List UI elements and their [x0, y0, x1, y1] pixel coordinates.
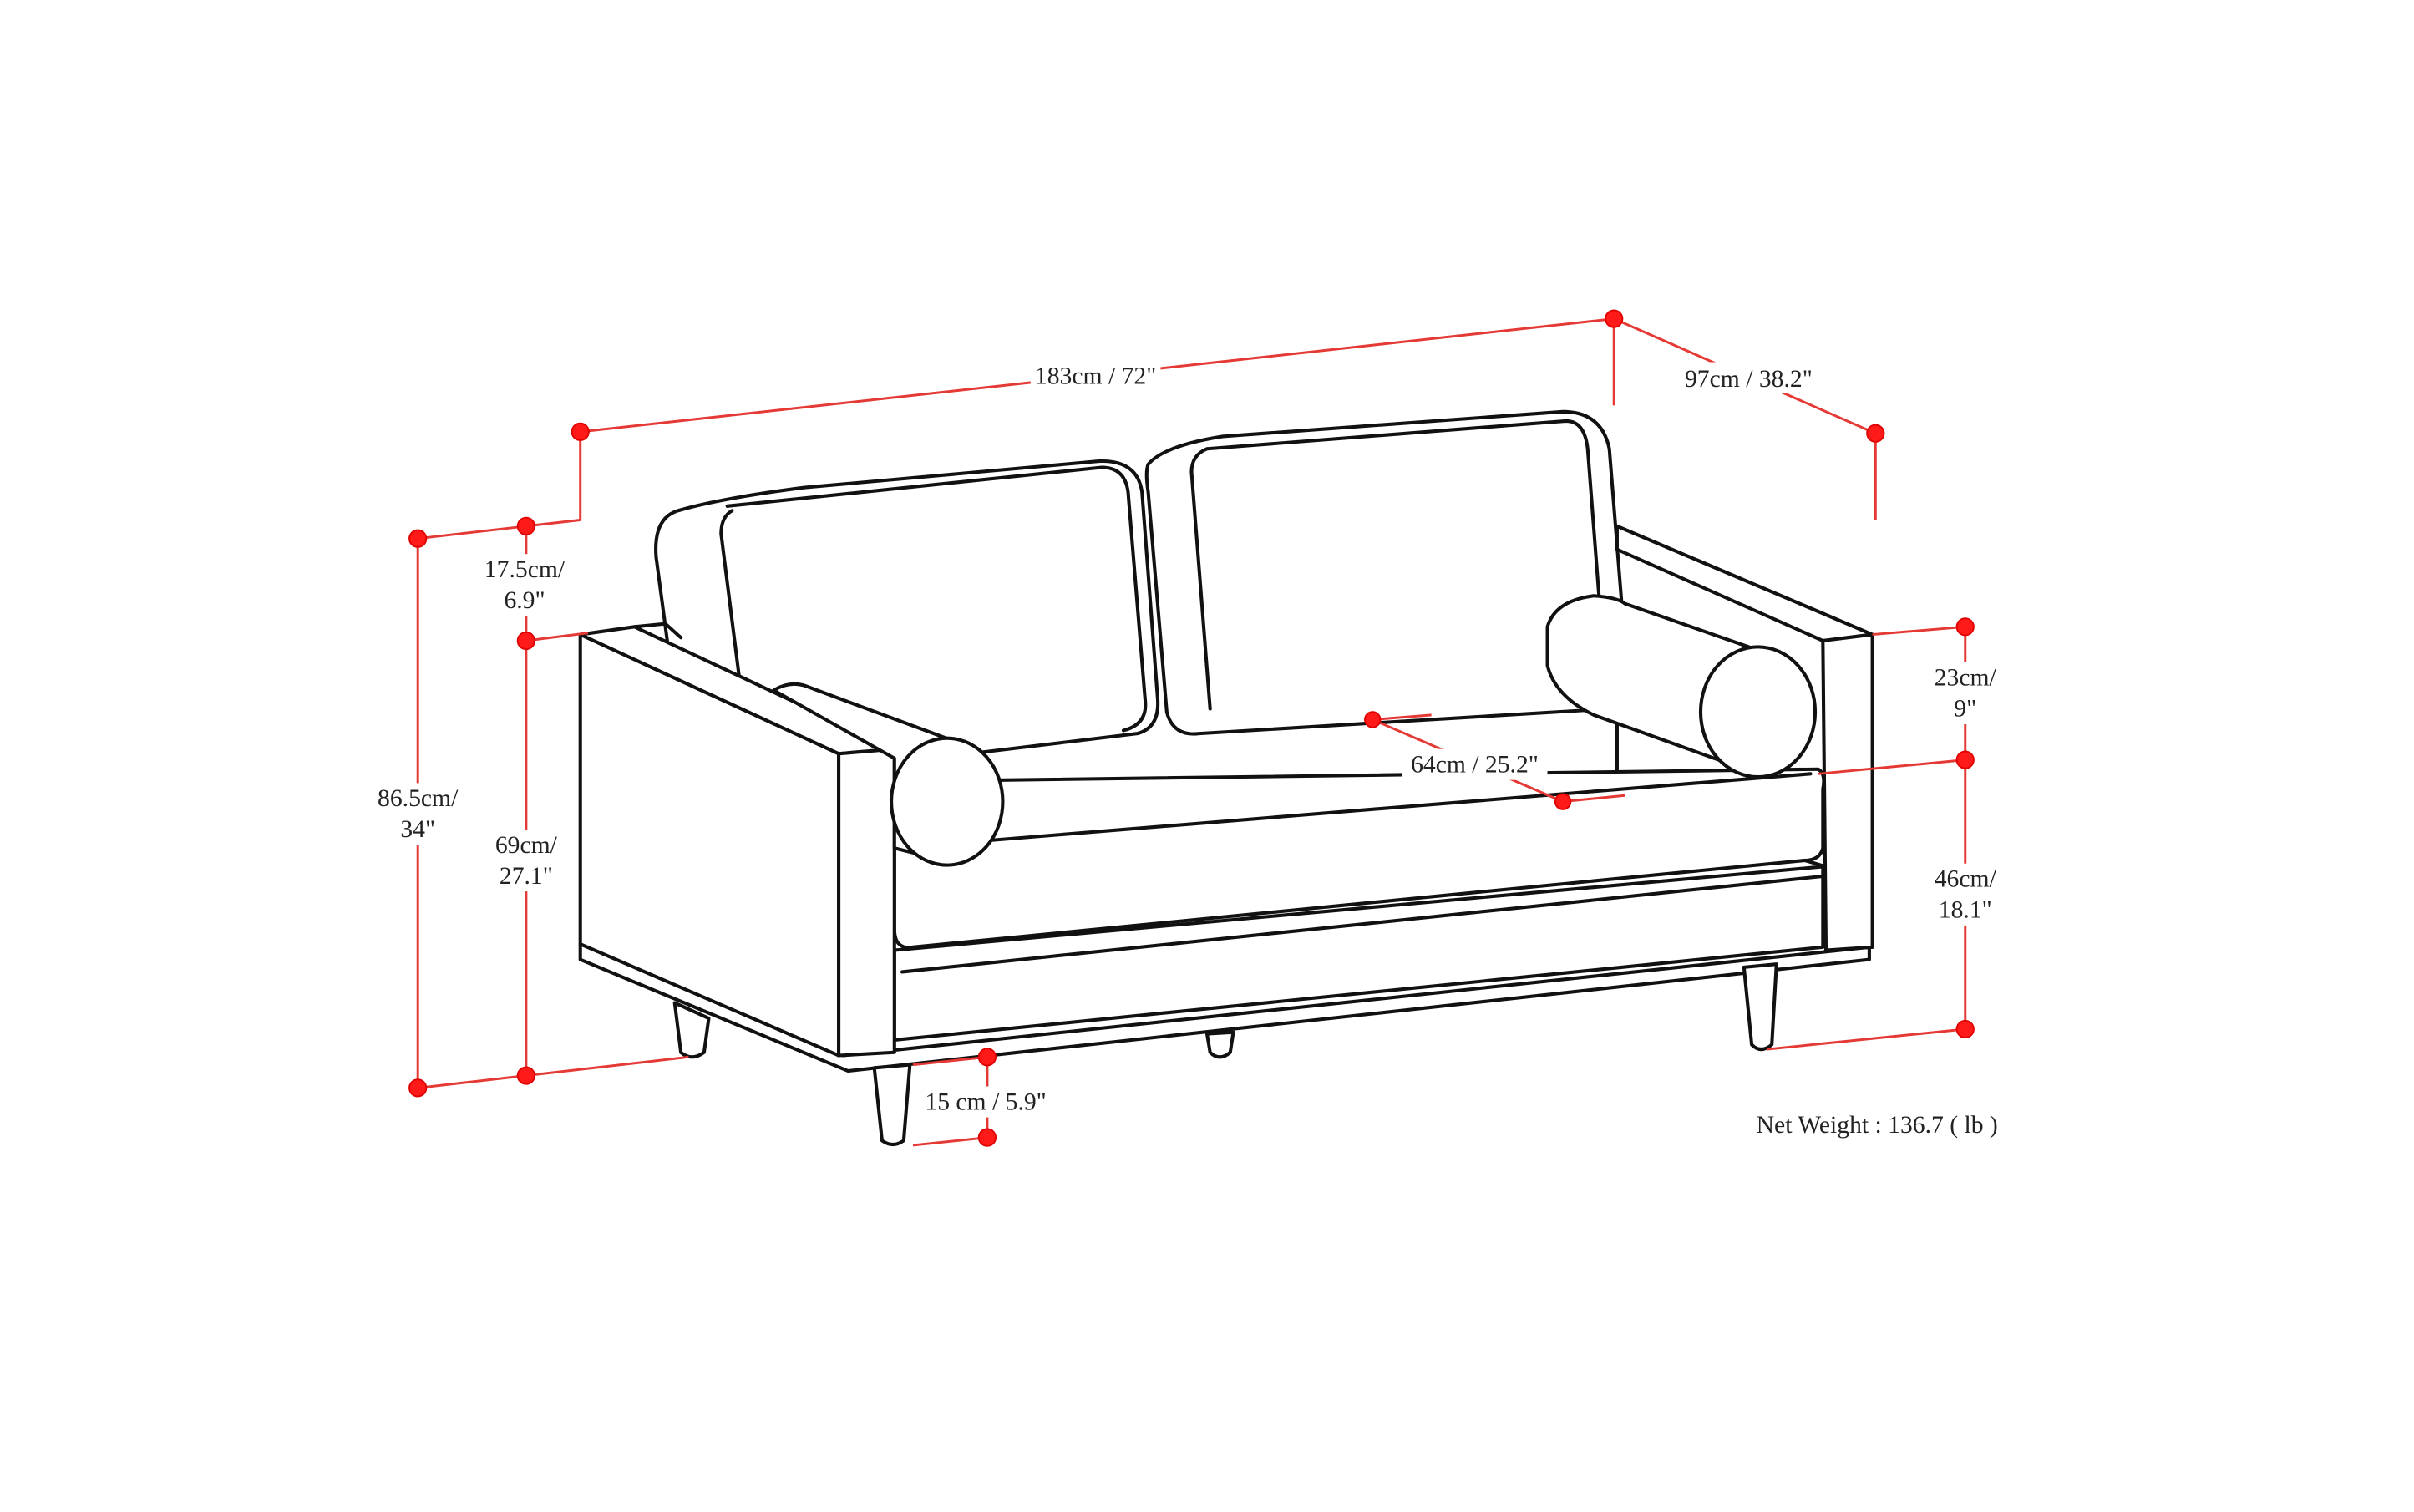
dot-arm-top-right — [1955, 617, 1975, 637]
leg-front-right — [1742, 962, 1778, 1052]
back-cushion-right-inner — [1189, 419, 1608, 711]
label-overall-height-cm: 86.5cm/ — [378, 785, 459, 812]
left-arm-back-edge — [632, 622, 683, 640]
back-top-line — [418, 519, 581, 540]
dot-seat-front — [1554, 793, 1572, 810]
label-arm-height-cm: 69cm/ — [495, 832, 558, 859]
label-width: 183cm / 72" — [1035, 363, 1156, 389]
dot-width-right — [1605, 309, 1624, 328]
leg-back-left — [672, 1001, 711, 1059]
label-back-above-arm-cm: 17.5cm/ — [484, 556, 565, 583]
dimension-labels: 183cm / 72" 97cm / 38.2" 17.5cm/ 6.9" 86… — [365, 358, 2009, 1139]
dimension-dots — [408, 309, 1975, 1147]
label-seat-height-cm: 46cm/ — [1935, 866, 1997, 893]
dot-leg-bottom — [977, 1128, 997, 1147]
label-back-above-arm-in: 6.9" — [504, 587, 545, 614]
seat-top-right-line — [1818, 759, 1965, 775]
label-arm-above-seat-cm: 23cm/ — [1935, 665, 1997, 692]
seat-front-rail-inner — [900, 874, 1828, 974]
label-arm-height-in: 27.1" — [500, 863, 553, 890]
dot-depth-end — [1866, 424, 1885, 443]
right-bolster-end — [1698, 645, 1818, 779]
dot-back-top — [516, 516, 535, 536]
left-arm-front — [837, 747, 896, 1058]
label-seat-height-in: 18.1" — [1939, 897, 1992, 924]
dot-seat-back — [1364, 711, 1382, 728]
dot-leg-top — [977, 1048, 997, 1067]
dot-height-top — [408, 529, 428, 548]
leg-bottom-line — [912, 1136, 988, 1147]
leg-front-left — [872, 1063, 912, 1147]
dot-arm-top-left — [516, 631, 535, 651]
dot-height-bottom — [408, 1078, 428, 1098]
right-arm-front — [1821, 632, 1874, 952]
arm-top-line — [525, 632, 589, 642]
seat-depth-back-tick — [1372, 713, 1432, 721]
sofa-illustration — [578, 409, 1874, 1147]
label-overall-height-in: 34" — [400, 816, 435, 843]
label-depth: 97cm / 38.2" — [1685, 366, 1813, 393]
arm-right-top-line — [1872, 625, 1965, 637]
dot-arm-bottom — [516, 1066, 535, 1085]
label-leg-height: 15 cm / 5.9" — [925, 1088, 1046, 1115]
dot-seat-top-right — [1955, 750, 1975, 769]
label-seat-depth: 64cm / 25.2" — [1411, 751, 1539, 778]
label-arm-above-seat-in: 9" — [1954, 696, 1976, 723]
leg-back-middle — [1204, 1030, 1235, 1059]
dot-width-left — [571, 422, 590, 441]
net-weight: Net Weight : 136.7 ( lb ) — [1757, 1112, 1998, 1139]
left-bolster-end — [890, 736, 1005, 867]
leg-top-line — [912, 1055, 988, 1067]
ground-line-right — [1767, 1027, 1965, 1051]
seat-cushion-top-edge — [892, 772, 1813, 850]
dot-ground-right — [1955, 1019, 1975, 1039]
back-cushion-left-inner — [719, 465, 1148, 733]
seat-depth-front-tick — [1562, 794, 1625, 804]
ground-line-left — [418, 1055, 689, 1089]
